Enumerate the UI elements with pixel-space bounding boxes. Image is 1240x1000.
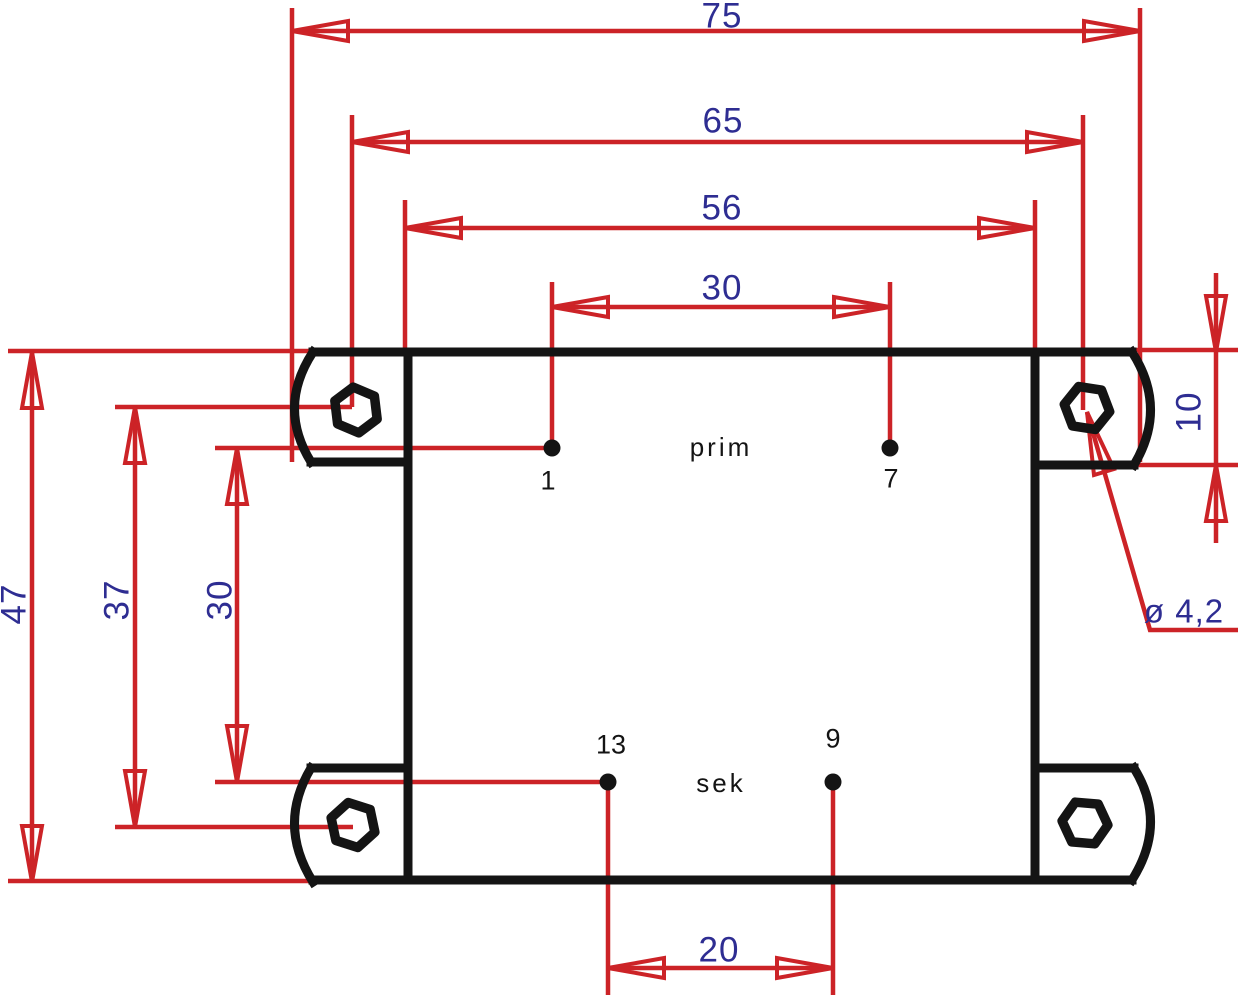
arrow-37-bottom: [122, 769, 148, 828]
dimension-arrowheads: [19, 18, 1229, 981]
arrow-47-top: [19, 351, 45, 410]
arrow-30v-top: [224, 447, 250, 506]
arrow-75-right: [1082, 18, 1141, 44]
arrow-30top-right: [832, 294, 891, 320]
dimension-lines: [8, 8, 1238, 995]
arrow-30top-left: [551, 294, 610, 320]
dim-label-prim-pin-spacing: 30: [701, 268, 743, 308]
label-sek: sek: [696, 768, 746, 798]
flange-top-left: [290, 345, 413, 469]
arrow-leader-hole: [1085, 411, 1117, 478]
arrow-30v-bottom: [224, 724, 250, 783]
mounting-hole-top-left: [330, 382, 382, 438]
arrow-20-right: [775, 955, 834, 981]
dim-label-body-width: 56: [701, 188, 743, 228]
arrow-20-left: [607, 955, 666, 981]
pin-7-label: 7: [883, 463, 899, 494]
mounting-hole-bottom-left: [326, 797, 380, 853]
pin-13-label: 13: [595, 729, 627, 760]
arrow-56-left: [404, 215, 463, 241]
pins: [543, 439, 899, 791]
dim-label-hole-spacing-vertical: 37: [97, 579, 137, 621]
dim-label-overall-width: 75: [701, 0, 743, 36]
arrow-37-top: [122, 406, 148, 465]
pin-13-dot: [599, 773, 617, 791]
label-prim: prim: [689, 432, 753, 462]
dim-label-hole-diameter: ø 4,2: [1143, 592, 1225, 630]
arrow-47-bottom: [19, 824, 45, 883]
transformer-outline: [290, 345, 1155, 889]
flange-bottom-left: [290, 761, 413, 889]
arrow-65-left: [351, 129, 410, 155]
arrow-10-top: [1203, 294, 1229, 353]
dim-label-flange-height: 10: [1169, 391, 1209, 433]
mounting-holes: [326, 381, 1115, 853]
flange-top-right: [1032, 345, 1155, 472]
pin-1-dot: [543, 439, 561, 457]
mounting-hole-top-right: [1059, 381, 1115, 435]
pin-9-dot: [824, 773, 842, 791]
dim-label-body-height: 47: [0, 583, 34, 625]
dim-label-sek-pin-spacing: 20: [698, 930, 740, 970]
dim-label-pin-row-spacing: 30: [200, 579, 240, 621]
arrow-56-right: [977, 215, 1036, 241]
mounting-hole-bottom-right: [1057, 797, 1113, 849]
arrow-75-left: [291, 18, 350, 44]
arrow-65-right: [1025, 129, 1084, 155]
leader-line-hole-diameter: [1084, 411, 1238, 633]
flange-bottom-right: [1032, 761, 1155, 887]
dim-label-hole-spacing-horizontal: 65: [702, 101, 744, 141]
pin-1-label: 1: [540, 465, 556, 496]
arrow-10-bottom: [1203, 464, 1229, 523]
pin-9-label: 9: [825, 723, 841, 754]
pin-7-dot: [881, 439, 899, 457]
